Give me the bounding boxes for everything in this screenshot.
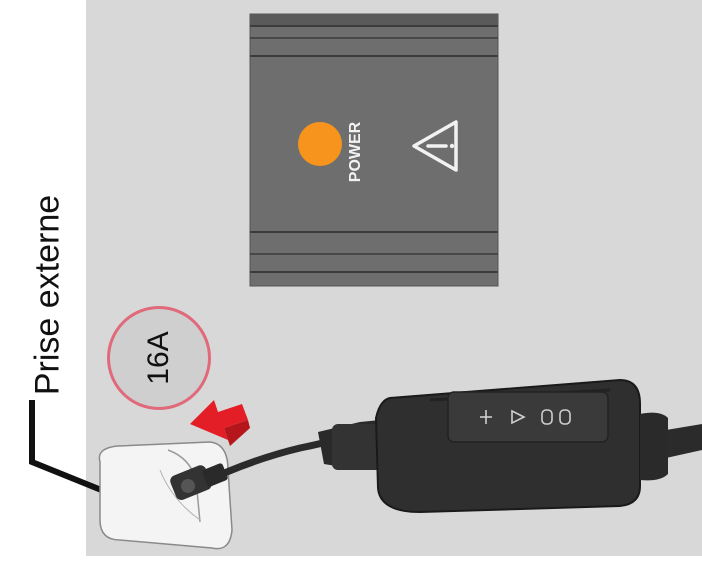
control-box — [318, 378, 702, 514]
plug — [170, 463, 228, 500]
external-socket — [98, 441, 233, 550]
power-led-icon — [298, 122, 342, 166]
current-rating-badge: 16A — [107, 306, 211, 410]
arrow-icon — [190, 400, 250, 446]
external-socket-label: Prise externe — [28, 194, 67, 396]
current-rating-text: 16A — [142, 331, 175, 385]
wall-charger-box — [249, 13, 499, 287]
warning-icon — [412, 120, 458, 172]
label-leader-line — [29, 400, 128, 503]
power-label: POWER — [347, 121, 364, 183]
